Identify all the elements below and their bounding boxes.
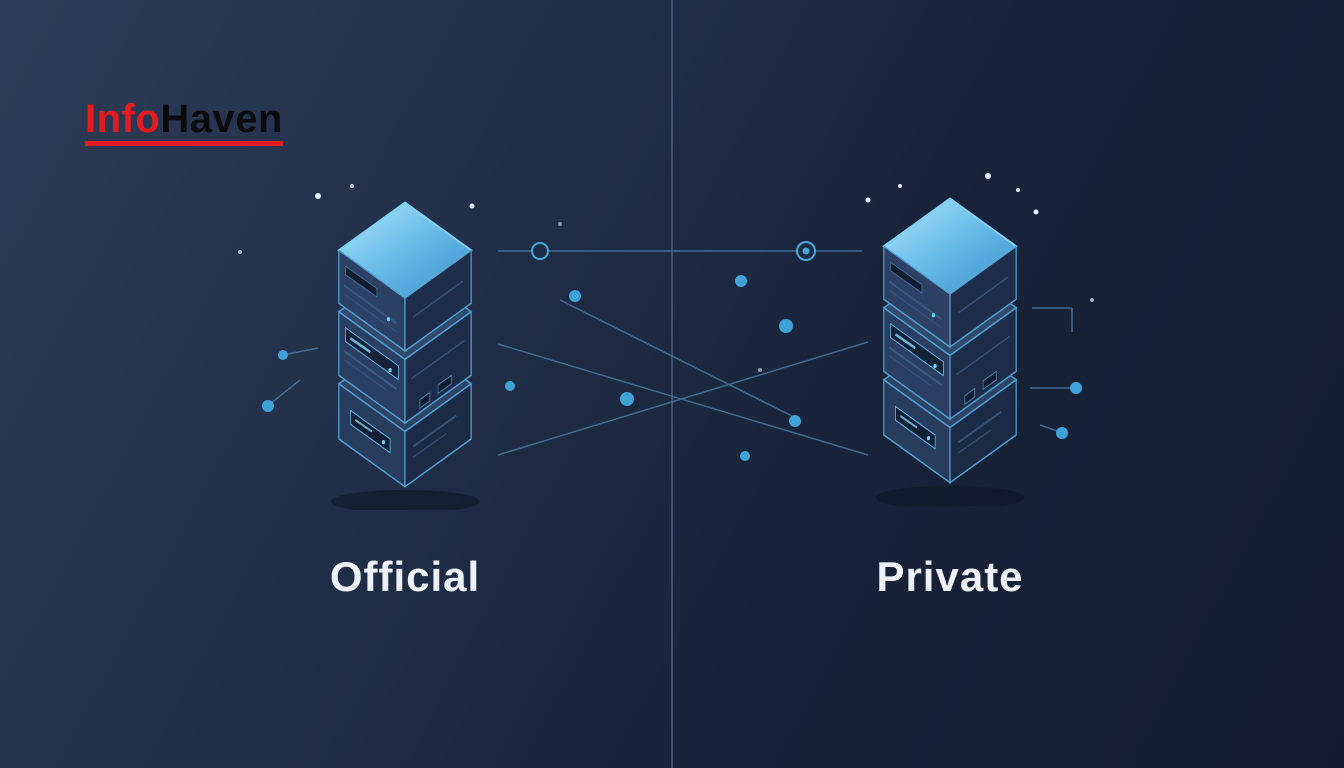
logo-text-info: Info (85, 97, 161, 141)
label-official: Official (329, 553, 481, 600)
server-stack-private-icon (874, 197, 1026, 506)
connection-nodes (262, 241, 1082, 461)
logo-text: InfoHaven (85, 98, 283, 140)
logo-text-haven: Haven (160, 97, 283, 141)
label-private: Private (876, 553, 1024, 600)
logo-underline (85, 141, 283, 146)
floating-specks (238, 173, 1094, 372)
center-divider (671, 0, 673, 768)
logo: InfoHaven (85, 98, 283, 146)
server-stack-official-icon (329, 201, 481, 510)
